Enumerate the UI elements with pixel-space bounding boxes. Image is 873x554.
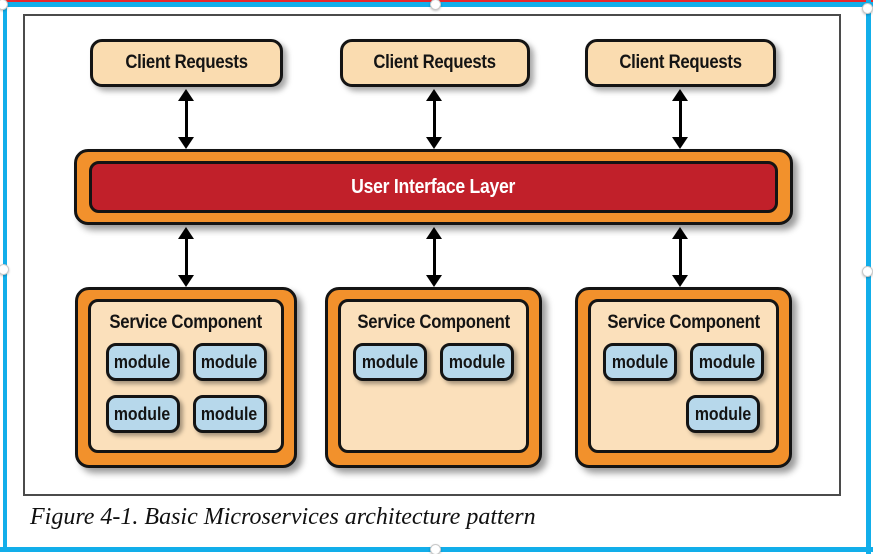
selection-border-right[interactable] (866, 0, 871, 554)
arrow-head-down (178, 137, 194, 149)
arrow-shaft (432, 101, 436, 137)
arrow-shaft (184, 239, 188, 275)
user-interface-layer-inner: User Interface Layer (89, 161, 778, 213)
arrow-shaft (432, 239, 436, 275)
arrow-head-up (178, 89, 194, 101)
service-component-inner: Service Component module module (338, 299, 529, 453)
bidirectional-arrow-icon (672, 227, 688, 287)
selection-handle-middle-right[interactable] (862, 266, 873, 277)
service-component-inner: Service Component module module module m… (88, 299, 284, 453)
arrow-shaft (184, 101, 188, 137)
bidirectional-arrow-icon (672, 89, 688, 149)
service-component-title: Service Component (109, 312, 263, 333)
module-box: module (440, 343, 514, 381)
arrow-shaft (678, 101, 682, 137)
module-box: module (192, 343, 267, 381)
selection-handle-top-left[interactable] (0, 0, 8, 10)
service-component-box-3: Service Component module module module (575, 287, 792, 468)
figure-frame: Client Requests Client Requests Client R… (23, 14, 841, 496)
module-label: module (201, 351, 258, 372)
bidirectional-arrow-icon (178, 89, 194, 149)
module-box: module (192, 395, 267, 433)
module-grid: module module module (591, 343, 776, 433)
bidirectional-arrow-icon (426, 227, 442, 287)
arrow-head-down (672, 137, 688, 149)
user-interface-layer-box: User Interface Layer (74, 149, 793, 225)
client-requests-box-3: Client Requests (585, 39, 776, 87)
arrow-head-down (426, 137, 442, 149)
arrow-shaft (678, 239, 682, 275)
arrow-head-down (426, 275, 442, 287)
selection-handle-bottom-center[interactable] (430, 544, 441, 554)
arrow-head-up (672, 89, 688, 101)
module-label: module (114, 351, 171, 372)
service-component-title: Service Component (357, 312, 510, 333)
arrow-head-up (426, 89, 442, 101)
module-label: module (611, 351, 669, 372)
bidirectional-arrow-icon (426, 89, 442, 149)
bidirectional-arrow-icon (178, 227, 194, 287)
module-box: module (105, 395, 180, 433)
client-requests-box-1: Client Requests (90, 39, 283, 87)
client-requests-box-2: Client Requests (340, 39, 530, 87)
selection-border-left[interactable] (3, 2, 7, 552)
selection-handle-middle-left[interactable] (0, 264, 9, 275)
module-grid: module module module module (91, 343, 281, 433)
module-grid: module module (341, 343, 526, 381)
selection-handle-top-right[interactable] (862, 3, 873, 14)
module-label: module (698, 351, 756, 372)
client-requests-label: Client Requests (125, 52, 248, 73)
module-label: module (201, 403, 258, 424)
arrow-head-up (672, 227, 688, 239)
client-requests-label: Client Requests (373, 52, 497, 73)
selection-handle-top-center[interactable] (430, 0, 441, 10)
module-box: module (686, 395, 760, 433)
service-component-title: Service Component (607, 312, 760, 333)
module-box: module (603, 343, 677, 381)
module-box: module (690, 343, 764, 381)
figure-caption: Figure 4-1. Basic Microservices architec… (30, 504, 536, 530)
arrow-head-down (672, 275, 688, 287)
module-label: module (361, 351, 419, 372)
service-component-inner: Service Component module module module (588, 299, 779, 453)
arrow-head-up (426, 227, 442, 239)
client-requests-label: Client Requests (619, 52, 742, 73)
service-component-box-2: Service Component module module (325, 287, 542, 468)
service-component-box-1: Service Component module module module m… (75, 287, 297, 468)
module-box: module (105, 343, 180, 381)
module-box: module (353, 343, 427, 381)
module-label: module (114, 403, 171, 424)
arrow-head-down (178, 275, 194, 287)
arrow-head-up (178, 227, 194, 239)
module-label: module (448, 351, 506, 372)
user-interface-layer-label: User Interface Layer (351, 175, 516, 198)
module-label: module (694, 403, 752, 424)
